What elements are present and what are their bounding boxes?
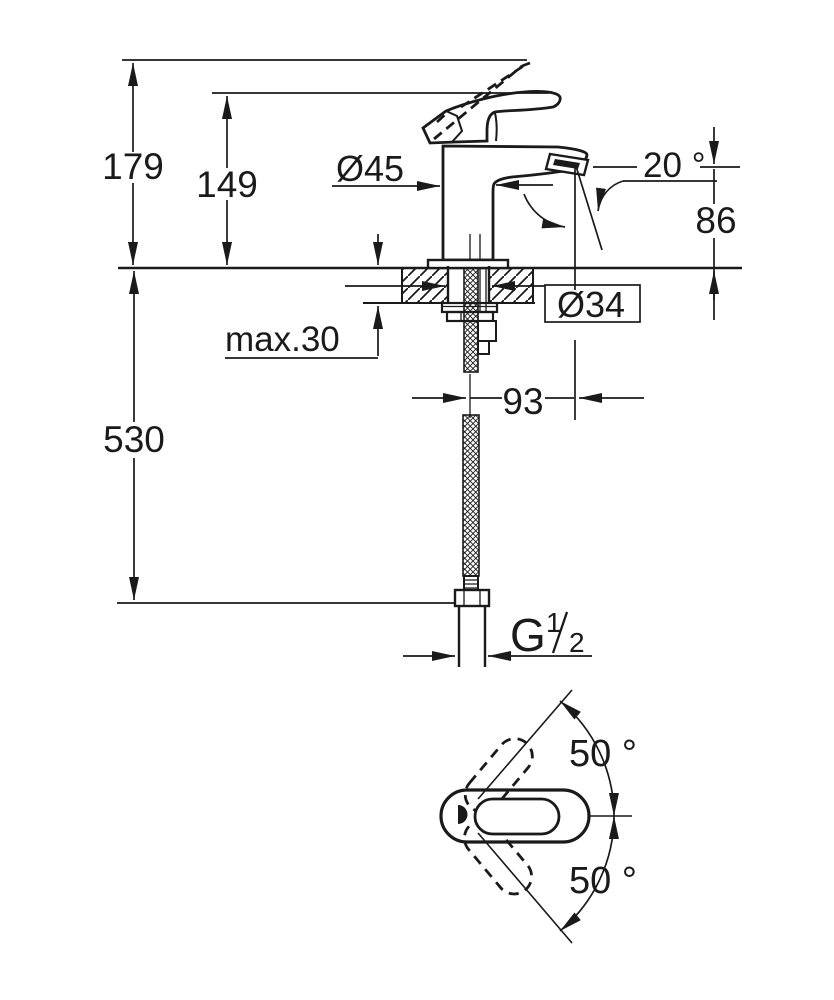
handle-swung-down-dashed bbox=[463, 819, 533, 896]
faucet-body bbox=[441, 144, 589, 262]
aerator-slot bbox=[553, 159, 580, 169]
indicator-marker bbox=[458, 805, 468, 824]
dim-86-label: 86 bbox=[695, 200, 736, 241]
angle-50-upper-label: 50 ° bbox=[569, 733, 637, 775]
top-view: 50 ° 50 ° bbox=[439, 689, 637, 944]
g-half-tube bbox=[457, 606, 487, 667]
fixing-stud-upper bbox=[477, 320, 497, 342]
ref-stream-20deg bbox=[574, 162, 603, 251]
leader-20deg-right bbox=[596, 180, 624, 212]
hex-nut bbox=[453, 588, 491, 608]
thread-denominator: 2 bbox=[569, 627, 585, 658]
thread-slash bbox=[551, 611, 569, 654]
handle-grip-outline bbox=[473, 797, 561, 836]
thread-g: G bbox=[510, 609, 546, 661]
mounting-nut bbox=[445, 310, 495, 323]
dim-20deg-label: 20 ° bbox=[643, 146, 706, 185]
fixing-stud-lower bbox=[477, 340, 490, 355]
angle-50-lower-label: 50 ° bbox=[569, 860, 637, 902]
handle-knob-facets bbox=[445, 110, 498, 143]
base-plate bbox=[426, 258, 510, 270]
arc-50-lower bbox=[559, 815, 619, 932]
hose-braided-lower bbox=[462, 414, 480, 577]
label-box-34 bbox=[544, 284, 641, 323]
arc-50-upper bbox=[559, 700, 619, 817]
leader-20deg-left bbox=[523, 193, 566, 229]
dimension-annotations: 179 149 Ø45 20 ° 86 Ø34 max.30 93 530 G … bbox=[102, 59, 740, 661]
dim-45-label: Ø45 bbox=[336, 148, 404, 189]
radial-upper bbox=[477, 689, 573, 800]
radial-lower bbox=[477, 832, 573, 944]
front-view bbox=[118, 61, 742, 667]
handle-raised-dashed bbox=[433, 61, 531, 141]
dim-530-label: 530 bbox=[103, 419, 165, 460]
thread-collar-lines bbox=[464, 579, 478, 589]
dim-93-label: 93 bbox=[502, 381, 543, 422]
dim-max30-label: max.30 bbox=[225, 320, 340, 359]
dim-149-label: 149 bbox=[196, 164, 258, 205]
dim-179-label: 179 bbox=[102, 146, 164, 187]
thread-label: G 1 2 bbox=[510, 607, 585, 661]
thread-numerator: 1 bbox=[546, 607, 562, 638]
dim-34-label: Ø34 bbox=[557, 284, 625, 325]
